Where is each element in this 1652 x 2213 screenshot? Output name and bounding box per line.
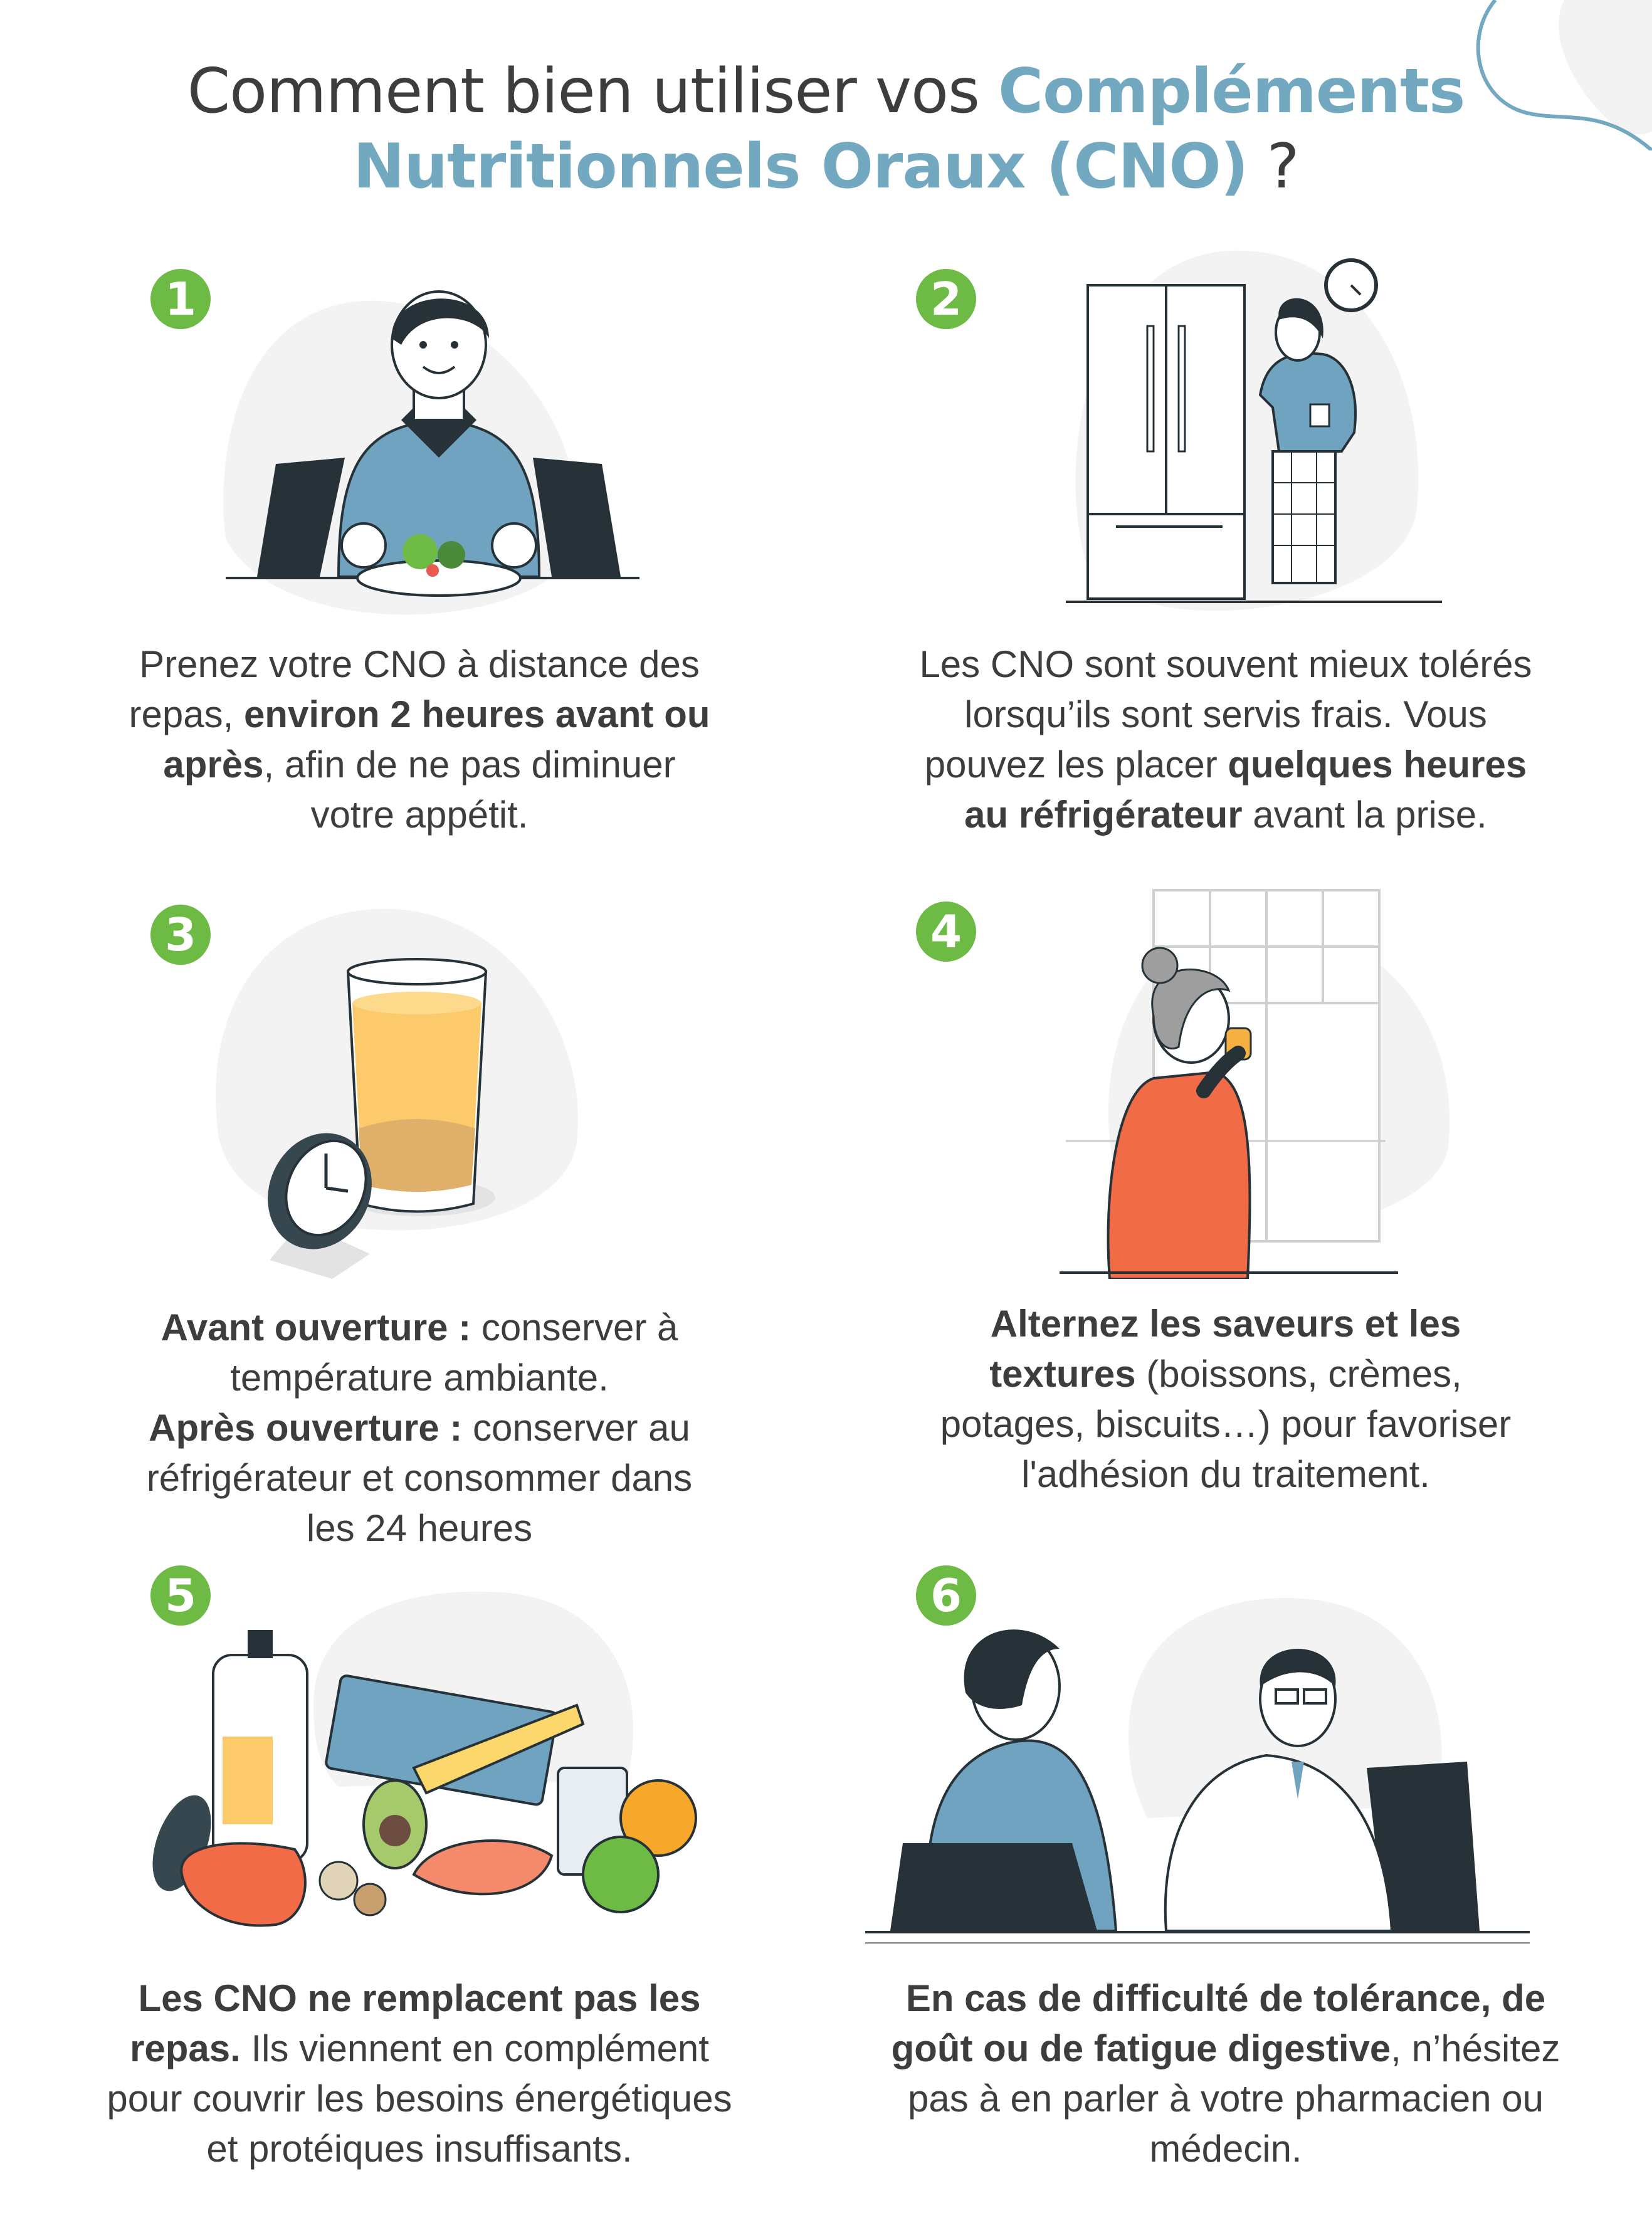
text-line: les 24 heures [59,1503,780,1553]
text-line: pas à en parler à votre pharmacien ou [865,2074,1586,2124]
food-assortment-illustration [152,1591,697,1927]
bold-text: Avant ouverture : [160,1306,471,1348]
text-line: pour couvrir les besoins énergétiques [59,2074,780,2124]
doctor-consultation-illustration [865,1597,1530,1943]
text-segment: avant la prise. [1242,794,1487,836]
text-line: Prenez votre CNO à distance des [59,639,780,690]
text-segment: l'adhésion du traitement. [1021,1453,1430,1495]
text-line: votre appétit. [59,790,780,840]
title-plain: Comment bien utiliser vos [187,56,999,127]
text-segment: Ils viennent en complément [240,2027,709,2069]
text-segment: , n’hésitez [1391,2027,1560,2069]
text-line: Alternez les saveurs et les [865,1299,1586,1349]
text-segment: , afin de ne pas diminuer [263,744,676,786]
text-segment: Prenez votre CNO à distance des [139,643,700,685]
bold-text: goût ou de fatigue digestive [891,2027,1391,2069]
text-segment: repas, [129,693,244,735]
text-segment: réfrigérateur et consommer dans [146,1457,693,1499]
step-5-badge: 5 [150,1565,211,1626]
bold-text: En cas de difficulté de tolérance, de [905,1977,1546,2019]
title-plain: ? [1248,131,1300,202]
text-line: Avant ouverture : conserver à [59,1303,780,1353]
fridge-illustration [1066,250,1442,611]
step-2-badge: 2 [916,269,976,329]
text-line: En cas de difficulté de tolérance, de [865,1974,1586,2024]
text-segment: potages, biscuits…) pour favoriser [940,1403,1512,1445]
text-line: réfrigérateur et consommer dans [59,1453,780,1503]
text-line: repas, environ 2 heures avant ou [59,690,780,740]
corner-wave-decoration [1476,0,1652,150]
text-line: et protéiques insuffisants. [59,2124,780,2174]
bold-text: Les CNO ne remplacent pas les [138,1977,701,2019]
bold-text: quelques heures [1228,744,1527,786]
text-segment: pouvez les placer [924,744,1228,786]
text-line: l'adhésion du traitement. [865,1449,1586,1500]
text-line: potages, biscuits…) pour favoriser [865,1399,1586,1449]
text-line: Les CNO sont souvent mieux tolérés [865,639,1586,690]
step-5-text: Les CNO ne remplacent pas les repas. Ils … [59,1974,780,2174]
bold-text: Après ouverture : [149,1407,463,1449]
bold-text: au réfrigérateur [964,794,1243,836]
text-segment: médecin. [1149,2128,1302,2170]
page-title-line-2: Nutritionnels Oraux (CNO) ? [0,129,1652,204]
bold-text: après [163,744,264,786]
text-line: au réfrigérateur avant la prise. [865,790,1586,840]
text-line: température ambiante. [59,1353,780,1403]
bold-text: repas. [130,2027,241,2069]
title-accent: Nutritionnels Oraux (CNO) [353,131,1248,202]
text-segment: Les CNO sont souvent mieux tolérés [919,643,1532,685]
step-1-badge: 1 [150,269,211,329]
text-line: Après ouverture : conserver au [59,1403,780,1453]
text-segment: conserver au [462,1407,690,1449]
text-segment: conserver à [471,1306,678,1348]
text-segment: pour couvrir les besoins énergétiques [107,2078,732,2120]
text-line: goût ou de fatigue digestive, n’hésitez [865,2024,1586,2074]
step-4-badge: 4 [916,901,976,962]
woman-drinking-illustration [1060,889,1450,1279]
text-segment: (boissons, crèmes, [1135,1353,1462,1395]
text-segment: et protéiques insuffisants. [206,2128,633,2170]
text-segment: lorsqu’ils sont servis frais. Vous [964,693,1487,735]
step-6-badge: 6 [916,1565,976,1626]
bold-text: textures [989,1353,1136,1395]
man-eating-illustration [223,290,639,615]
text-segment: pas à en parler à votre pharmacien ou [908,2078,1544,2120]
text-line: lorsqu’ils sont servis frais. Vous [865,690,1586,740]
text-line: Les CNO ne remplacent pas les [59,1974,780,2024]
text-line: médecin. [865,2124,1586,2174]
bold-text: Alternez les saveurs et les [990,1303,1461,1345]
step-2-text: Les CNO sont souvent mieux tolérés lorsqu… [865,639,1586,840]
text-line: après, afin de ne pas diminuer [59,740,780,790]
text-segment: température ambiante. [230,1357,609,1399]
step-6-text: En cas de difficulté de tolérance, de goû… [865,1974,1586,2174]
juice-glass-and-clock-illustration [215,908,578,1279]
page-title-line-1: Comment bien utiliser vos Compléments [0,54,1652,129]
text-segment: les 24 heures [306,1507,533,1549]
bold-text: environ 2 heures avant ou [243,693,710,735]
text-line: repas. Ils viennent en complément [59,2024,780,2074]
step-1-text: Prenez votre CNO à distance des repas, en… [59,639,780,840]
title-accent: Compléments [998,56,1465,127]
text-segment: votre appétit. [310,794,529,836]
text-line: textures (boissons, crèmes, [865,1349,1586,1399]
text-line: pouvez les placer quelques heures [865,740,1586,790]
step-3-badge: 3 [150,905,211,965]
